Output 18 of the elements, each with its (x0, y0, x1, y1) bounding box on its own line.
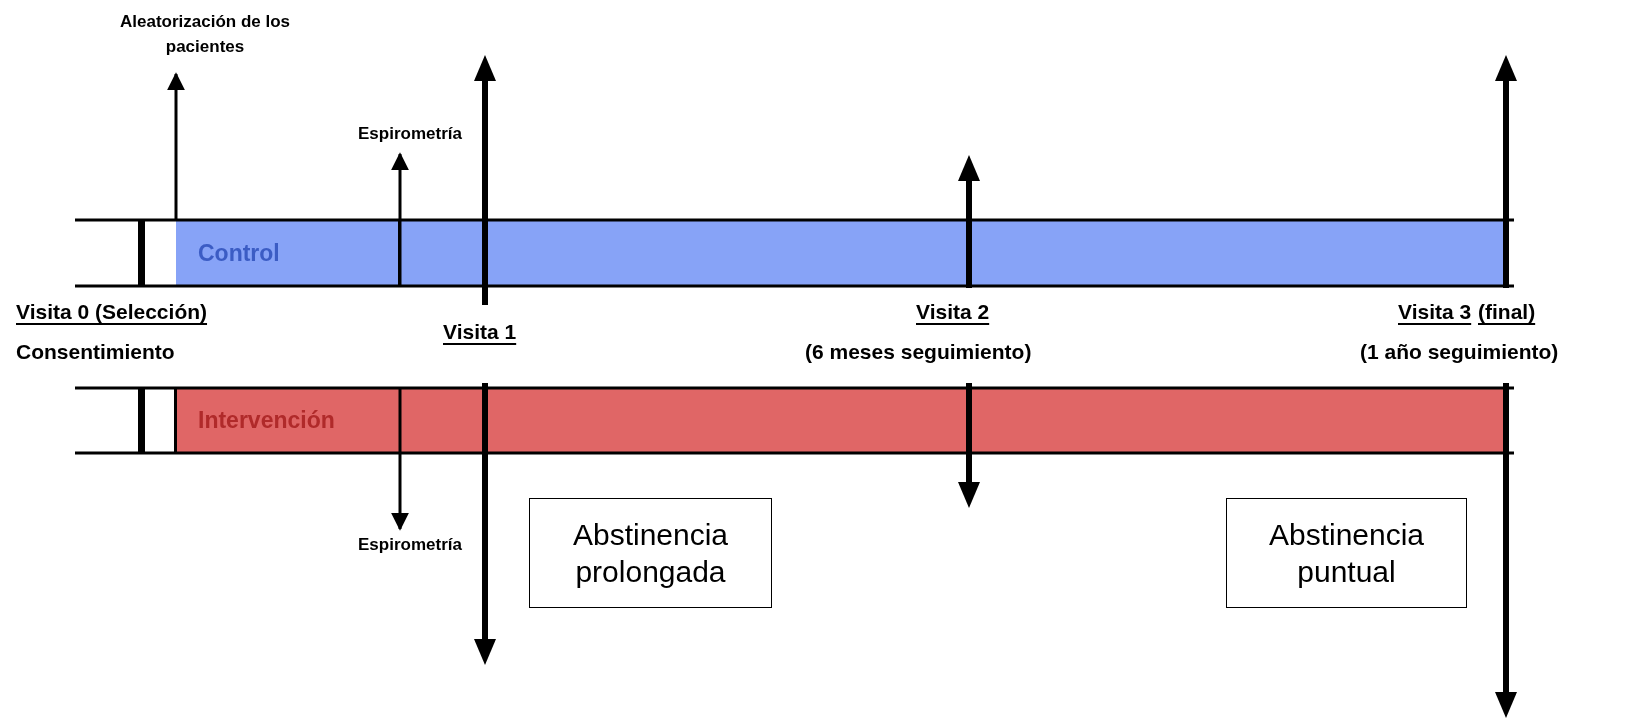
visit-label: (final) (1478, 300, 1536, 324)
band-label: Control (198, 239, 280, 267)
band-label: Intervención (198, 407, 335, 434)
visit-label: (6 meses seguimiento) (805, 340, 1032, 364)
outcome-box: Abstinencia prolongada (529, 498, 772, 608)
arrow (167, 72, 185, 220)
outcome-box: Abstinencia puntual (1226, 498, 1467, 608)
event-label: Espirometría (358, 534, 462, 556)
event-label: Espirometría (358, 123, 462, 145)
event-label: Aleatorización de los pacientes (118, 11, 291, 58)
arrow (391, 152, 409, 286)
arrow (391, 388, 409, 531)
visit-label: Visita 1 (443, 320, 517, 344)
visit-label: Visita 2 (916, 300, 990, 324)
visit-label: (1 año seguimiento) (1360, 340, 1559, 364)
visit-label: Visita 0 (Selección) (16, 300, 208, 324)
visit-label: Visita 3 (1398, 300, 1472, 324)
visit-label: Consentimiento (16, 340, 175, 364)
